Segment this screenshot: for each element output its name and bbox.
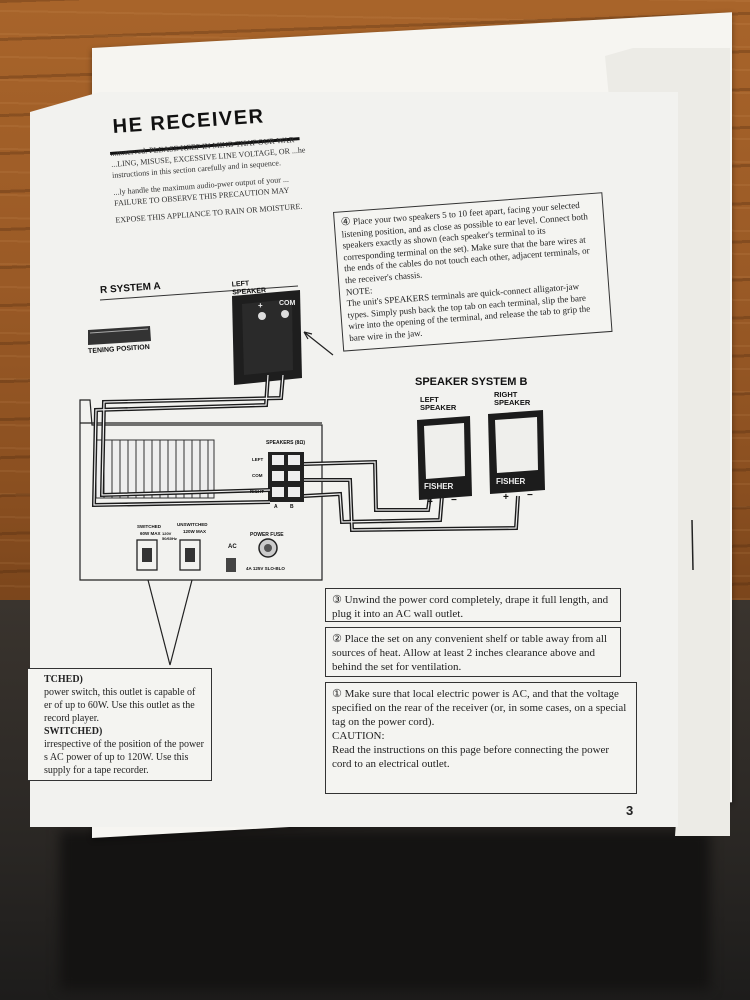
row-right-label: RIGHT: [250, 489, 264, 494]
step-1-caution: Read the instructions on this page befor…: [332, 744, 610, 770]
row-com-label: COM: [252, 473, 263, 478]
step-1-text: Make sure that local electric power is A…: [332, 688, 627, 728]
step-4-number: ④: [340, 214, 352, 229]
step-1-box: ① Make sure that local electric power is…: [325, 682, 637, 794]
left-speaker-a-label: LEFT SPEAKER: [231, 280, 267, 297]
row-left-label: LEFT: [252, 457, 264, 462]
right-speaker-b-minus: −: [527, 490, 533, 501]
system-a-rule: [99, 285, 299, 301]
right-speaker-b-plus: +: [503, 492, 509, 503]
unswitched-outlet-label: UNSWITCHED: [177, 522, 208, 527]
right-speaker-b-label: RIGHT SPEAKER: [494, 390, 531, 407]
step-3-number: ③: [332, 593, 342, 606]
speakers-panel-label: SPEAKERS (8Ω): [266, 440, 306, 446]
shadow: [60, 830, 710, 990]
step-2-text: Place the set on any convenient shelf or…: [332, 633, 608, 673]
speaker-cable-highlights: [93, 374, 519, 531]
unswitched-heading: SWITCHED): [44, 726, 103, 737]
step-1-number: ①: [332, 687, 342, 700]
brand-fisher-left: FISHER: [424, 482, 454, 491]
step-2-box: ② Place the set on any convenient shelf …: [325, 627, 621, 677]
receiver-rear-panel: [79, 399, 323, 581]
page-curl-mark: [691, 519, 694, 571]
terminal-com-label: COM: [279, 300, 296, 307]
left-speaker-b-label: LEFT SPEAKER: [420, 395, 457, 412]
switched-outlet-rating: 60W MAX: [140, 531, 161, 536]
power-fuse-label: POWER FUSE: [250, 532, 284, 538]
pointer-arrow: [303, 331, 334, 356]
step-2-number: ②: [332, 632, 342, 645]
step-4-note: The unit's SPEAKERS terminals are quick-…: [346, 281, 591, 344]
ac-label: AC: [228, 544, 237, 550]
switched-heading: TCHED): [44, 674, 83, 685]
left-speaker-b-plus: +: [427, 497, 433, 508]
step-4-box: ④ Place your two speakers 5 to 10 feet a…: [333, 192, 613, 352]
outlets-description-box: TCHED) power switch, this outlet is capa…: [28, 668, 212, 781]
unswitched-text: irrespective of the position of the powe…: [44, 739, 204, 776]
terminal-a-label: A: [274, 504, 278, 510]
switched-text: power switch, this outlet is capable of …: [44, 687, 196, 724]
listening-speaker-a: [88, 326, 151, 345]
step-4-text: Place your two speakers 5 to 10 feet apa…: [341, 199, 590, 286]
terminal-b-label: B: [290, 504, 294, 510]
step-3-text: Unwind the power cord completely, drape …: [332, 594, 609, 620]
left-speaker-b-cabinet: [417, 416, 472, 500]
outlet-pointer-lines: [147, 579, 193, 666]
speaker-system-b-label: SPEAKER SYSTEM B: [415, 376, 528, 388]
right-speaker-b-cabinet: [488, 410, 545, 494]
step-1-caution-label: CAUTION:: [332, 730, 385, 742]
step-3-box: ③ Unwind the power cord completely, drap…: [325, 588, 621, 622]
brand-fisher-right: FISHER: [496, 477, 526, 486]
outlet-voltage-label: 120V 50/60Hz: [162, 531, 177, 541]
switched-outlet-label: SWITCHED: [137, 524, 161, 529]
unswitched-outlet-rating: 120W MAX: [183, 529, 207, 534]
step-4-note-label: NOTE:: [345, 284, 373, 297]
left-speaker-b-minus: −: [451, 495, 457, 506]
page-number: 3: [626, 803, 634, 818]
terminal-plus-label: +: [258, 301, 263, 310]
fuse-rating-label: 4A 125V SLO-BLO: [246, 566, 285, 571]
left-speaker-a-cabinet: [232, 290, 302, 385]
